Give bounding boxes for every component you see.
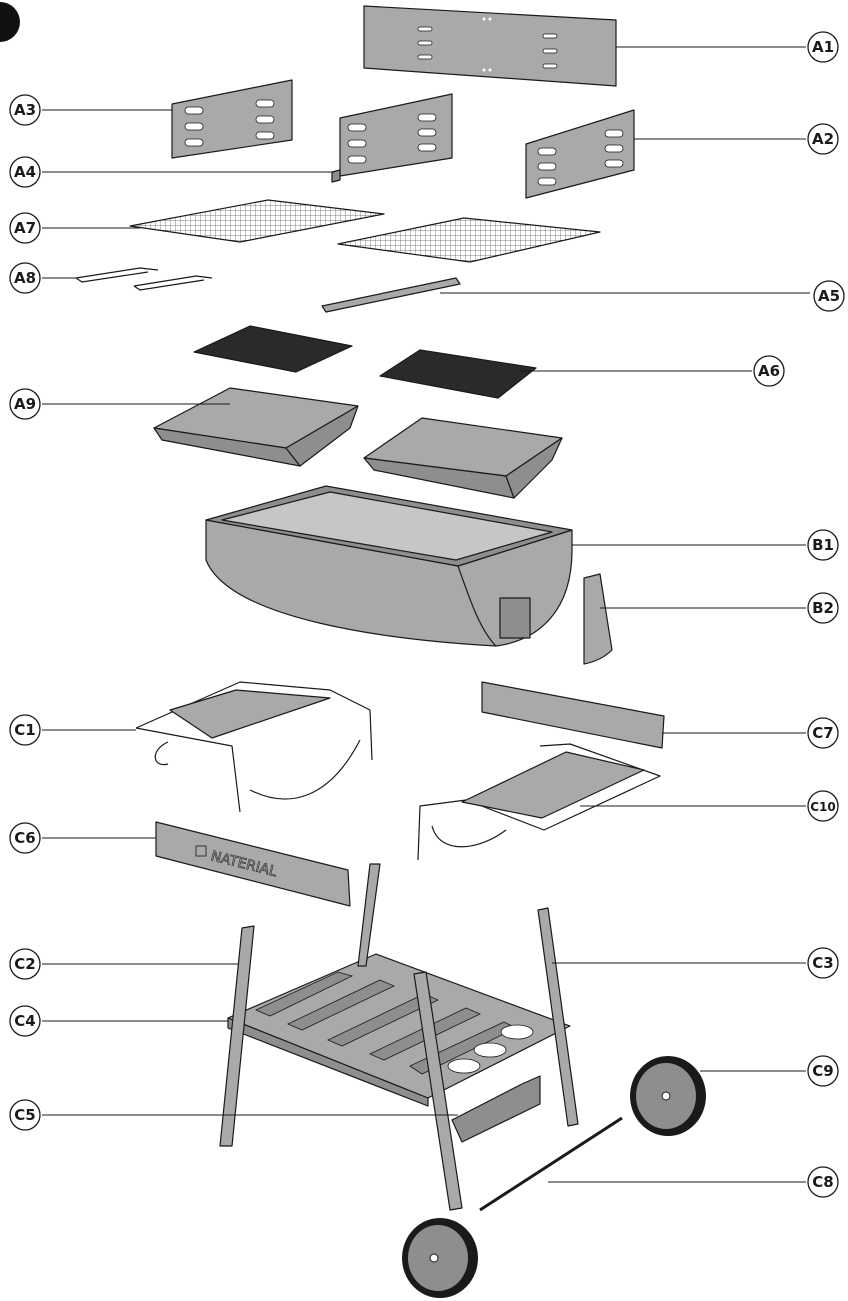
label-a1: A1 (812, 38, 834, 56)
callout-a7: A7 (9, 212, 140, 244)
label-c3: C3 (812, 954, 833, 972)
label-a3: A3 (14, 101, 36, 119)
callout-c8: C8 (548, 1166, 839, 1198)
callout-c3: C3 (552, 947, 839, 979)
callout-a8: A8 (9, 262, 76, 294)
label-c4: C4 (14, 1012, 35, 1030)
callout-a4: A4 (9, 156, 334, 188)
part-c4-bottom-shelf (227, 953, 571, 1107)
callout-c2: C2 (9, 948, 238, 980)
part-a1-back-panel (363, 5, 617, 87)
part-leg-back-left (357, 863, 381, 967)
part-a7-cooking-grate-left (129, 199, 385, 243)
label-a4: A4 (14, 163, 36, 181)
callout-b2: B2 (600, 592, 839, 624)
part-a8-grate-handles (75, 267, 213, 291)
part-c6-brand-panel (155, 821, 351, 907)
part-c3-leg-right (537, 907, 579, 1127)
part-a6-charcoal-grate-right (379, 349, 537, 399)
part-a9-ash-pan-left (153, 387, 359, 467)
label-c7: C7 (812, 724, 833, 742)
part-c8-axle-rod (479, 1116, 623, 1212)
label-c8: C8 (812, 1173, 833, 1191)
part-b1-barrel-body (205, 485, 573, 647)
callout-c5: C5 (9, 1099, 458, 1131)
part-a2-side-panel (525, 109, 635, 199)
label-a9: A9 (14, 395, 36, 413)
callout-c4: C4 (9, 1005, 228, 1037)
label-b1: B1 (812, 536, 834, 554)
callout-a5: A5 (440, 280, 845, 312)
label-a8: A8 (14, 269, 36, 287)
callout-c10: C10 (580, 790, 839, 822)
callout-a9: A9 (9, 388, 230, 420)
part-c2-leg-left (219, 925, 255, 1147)
callout-c9: C9 (700, 1055, 839, 1087)
label-c1: C1 (14, 721, 35, 739)
part-a3-side-panel (171, 79, 293, 159)
callout-c1: C1 (9, 714, 136, 746)
callout-a1: A1 (616, 31, 839, 63)
part-a7-cooking-grate-right (337, 217, 601, 263)
callout-c6: C6 (9, 822, 156, 854)
label-a7: A7 (14, 219, 36, 237)
label-c9: C9 (812, 1062, 833, 1080)
callout-a3: A3 (9, 94, 172, 126)
brand-logo-icon (195, 845, 207, 857)
part-a5-bar (321, 277, 461, 313)
label-c6: C6 (14, 829, 35, 847)
page-corner-marker (0, 2, 20, 42)
callout-a2: A2 (634, 123, 839, 155)
callouts: A1 A3 A2 A4 A7 A8 (9, 31, 845, 1198)
callout-b1: B1 (572, 529, 839, 561)
part-c1-left-side-frame (135, 681, 373, 813)
label-c5: C5 (14, 1106, 35, 1124)
label-b2: B2 (812, 599, 834, 617)
part-a9-ash-pan-right (363, 417, 563, 499)
part-c5-axle-bracket (451, 1075, 541, 1143)
label-a6: A6 (758, 362, 780, 380)
label-a5: A5 (818, 287, 840, 305)
part-c7-front-bar (481, 681, 665, 749)
label-a2: A2 (812, 130, 834, 148)
callout-c7: C7 (662, 717, 839, 749)
part-c9-wheel-left (402, 1218, 478, 1298)
callout-a6: A6 (520, 355, 785, 387)
part-leg-front-right (413, 971, 463, 1211)
part-a4-side-panel (331, 93, 453, 183)
part-b2-side-plate (583, 573, 613, 665)
part-c9-wheel-right (630, 1056, 706, 1136)
label-c2: C2 (14, 955, 35, 973)
part-c10-right-side-frame (417, 743, 661, 861)
label-c10: C10 (810, 800, 836, 814)
part-a6-charcoal-grate-left (193, 325, 353, 373)
